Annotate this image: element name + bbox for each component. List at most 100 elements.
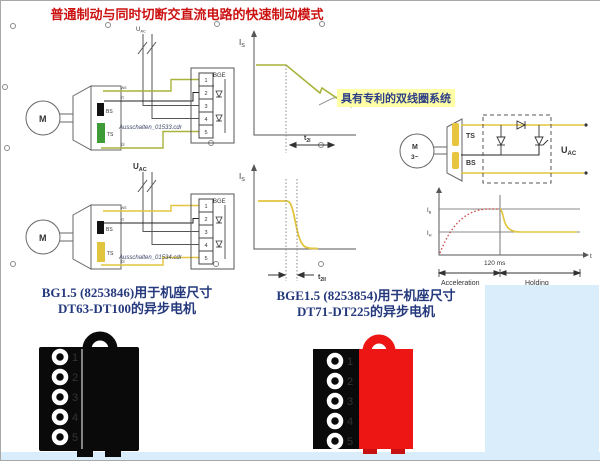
circuit-diagram-bge: UAC M BS TS ws rt bl BGE [25, 162, 235, 270]
wire-label-ws: ws [121, 205, 127, 210]
page-title: 普通制动与同时切断交直流电路的快速制动模式 [50, 7, 324, 22]
ts-label: TS [107, 132, 114, 138]
time-label: t2II [318, 274, 327, 283]
terminal-5: 5 [204, 130, 207, 136]
axes [253, 35, 356, 136]
caption-bge-line2: DT71-DT225的异步电机 [297, 304, 435, 320]
terminal-number-4: 4 [347, 416, 353, 428]
holding-current-label: IH [427, 231, 432, 238]
blue-bottom-strip [1, 452, 600, 460]
bs-coil [97, 221, 104, 234]
motor-label: M [39, 114, 47, 124]
brake-wires [101, 204, 199, 266]
bottom-tab-2 [105, 451, 121, 457]
accel-current-label: IB [427, 208, 432, 215]
motor: M 3~ [399, 133, 447, 169]
ts-coil [452, 123, 459, 146]
wire-label-bl: bl [121, 142, 125, 147]
terminal-number-5: 5 [72, 432, 78, 444]
current-graph-fast-braking: IS t2II [239, 164, 356, 283]
device-photo-bg-black: 1 2 3 4 5 [39, 331, 139, 457]
ts-label: TS [107, 251, 114, 257]
terminal-1: 1 [204, 78, 207, 84]
x-axis-label: t [590, 253, 592, 260]
ts-coil [97, 242, 105, 262]
bs-label: BS [106, 109, 113, 115]
drawing-filename-1: Ausschalten_01533.cdr [118, 125, 183, 131]
bottom-tab-1 [363, 449, 377, 454]
terminal-number-1: 1 [72, 352, 78, 364]
wire-label-ws: ws [121, 85, 127, 90]
terminal-number-1: 1 [347, 356, 353, 368]
terminal-number-4: 4 [72, 412, 78, 424]
bs-label: BS [106, 227, 113, 233]
uac-label: UAC [561, 145, 577, 157]
motor-label-top: M [412, 144, 418, 151]
ts-label: TS [466, 133, 475, 140]
terminal-1: 1 [204, 204, 207, 210]
phase2-label: Holding [525, 280, 549, 287]
supply-switch [137, 172, 199, 245]
terminal-column: 1 2 3 4 5 [51, 348, 78, 446]
dual-coil-circuit: M 3~ TS BS UAC [399, 114, 588, 184]
holding-curve [499, 208, 577, 233]
caption-bge-line1: BGE1.5 (8253854)用于机座尺寸 [276, 288, 456, 303]
terminal-4: 4 [204, 243, 207, 249]
blue-background-panel [485, 285, 599, 459]
bottom-tab-2 [391, 449, 405, 454]
internal-diodes [215, 79, 226, 133]
time-span-arrows [268, 271, 314, 279]
phase-span-arrows [437, 269, 582, 277]
motor-label: M [39, 233, 47, 243]
caption-bg-line2: DT63-DT100的异步电机 [58, 301, 196, 317]
circuit-diagram-bg: UAC M BS TS ws rt bl [25, 27, 235, 151]
ts-coil [97, 123, 105, 143]
brake-housing: BS TS [72, 204, 122, 270]
y-axis-arrow [251, 30, 257, 37]
terminal-4: 4 [204, 117, 207, 123]
time-span-arrow [288, 141, 336, 149]
time-marker-label: 120 ms [484, 260, 506, 267]
terminal-2: 2 [204, 91, 207, 97]
wire-label-rt: rt [121, 95, 124, 100]
patented-system-note: 具有专利的双线圈系统 [337, 89, 455, 107]
terminal-column: 1 2 3 4 5 [326, 352, 353, 450]
y-axis-arrow [251, 164, 257, 171]
bottom-tab-1 [77, 451, 93, 457]
bs-label: BS [466, 160, 476, 167]
mounting-lug [82, 331, 118, 350]
brake-housing: BS TS [72, 85, 122, 151]
terminal-dot-top [584, 123, 588, 127]
y-axis-label: IS [239, 38, 245, 49]
bge-module: BGE 1 2 3 4 5 [190, 193, 235, 270]
brake-wires [101, 78, 199, 149]
rectifier-dashed-box [482, 114, 552, 184]
terminal-number-3: 3 [72, 392, 78, 404]
diode-symbols [496, 120, 549, 147]
terminal-number-3: 3 [347, 396, 353, 408]
uac-label-2: UAC [133, 162, 147, 173]
caption-bg: BG1.5 (8253846)用于机座尺寸 DT63-DT100的异步电机 [1, 285, 253, 318]
bs-coil [97, 103, 104, 116]
bge-label: BGE [213, 199, 226, 205]
terminal-5: 5 [204, 256, 207, 262]
brake-housing [446, 118, 463, 182]
caption-bg-line1: BG1.5 (8253846)用于机座尺寸 [41, 285, 213, 300]
axes [253, 169, 356, 250]
x-axis-arrow [583, 252, 589, 258]
axes [438, 191, 583, 256]
terminal-3: 3 [204, 230, 207, 236]
mounting-lug [362, 334, 396, 352]
device-body [359, 349, 413, 449]
terminal-3: 3 [204, 104, 207, 110]
wire-label-bl: bl [121, 259, 125, 264]
caption-bge: BGE1.5 (8253854)用于机座尺寸 DT71-DT225的异步电机 [255, 288, 477, 321]
motor-label-bottom: 3~ [411, 154, 419, 161]
bge-module: BGE 1 2 3 4 5 [190, 67, 235, 144]
uac-label-1: UAC [136, 27, 146, 34]
time-label: t2I [304, 135, 311, 144]
terminal-number-5: 5 [347, 436, 353, 448]
y-axis-arrow [436, 187, 442, 193]
supply-switch [137, 34, 199, 119]
